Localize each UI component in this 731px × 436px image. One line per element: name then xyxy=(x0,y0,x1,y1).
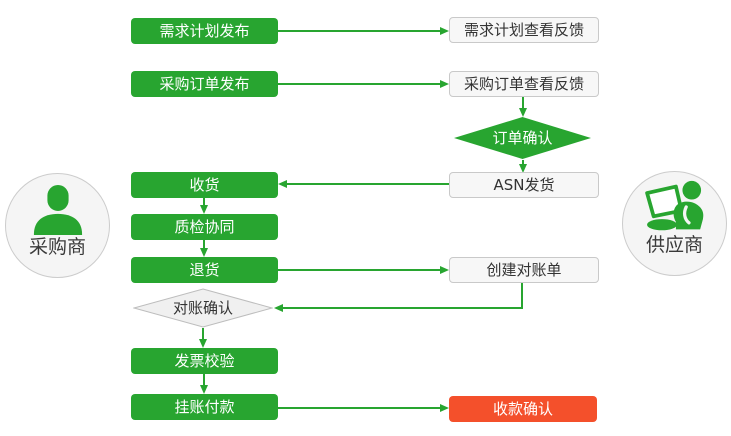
node-quality-collab: 质检协同 xyxy=(131,214,278,240)
node-return-goods: 退货 xyxy=(131,257,278,283)
node-po-feedback: 采购订单查看反馈 xyxy=(449,71,599,97)
node-asn-ship: ASN发货 xyxy=(449,172,599,198)
supplier-laptop-person-icon xyxy=(644,180,703,231)
node-order-confirm-label: 订单确认 xyxy=(492,128,553,147)
buyer-person-icon xyxy=(33,184,82,236)
node-receipt-confirm: 收款确认 xyxy=(449,396,597,422)
node-receive-goods: 收货 xyxy=(131,172,278,198)
node-pending-payment: 挂账付款 xyxy=(131,394,278,420)
actor-buyer: 采购商 xyxy=(5,173,110,278)
actor-supplier: 供应商 xyxy=(622,171,727,276)
node-order-confirm: 订单确认 xyxy=(454,117,591,159)
node-invoice-check: 发票校验 xyxy=(131,348,278,374)
actor-buyer-label: 采购商 xyxy=(28,236,86,258)
order-confirm-diamond-shape xyxy=(454,117,591,159)
actor-supplier-label: 供应商 xyxy=(645,234,703,256)
node-po-publish: 采购订单发布 xyxy=(131,71,278,97)
node-demand-plan-publish: 需求计划发布 xyxy=(131,18,278,44)
node-statement-confirm-label: 对账确认 xyxy=(172,298,233,317)
node-create-statement: 创建对账单 xyxy=(449,257,599,283)
node-demand-plan-feedback: 需求计划查看反馈 xyxy=(449,17,599,43)
connector-create-statement-to-statement-confirm xyxy=(274,283,523,312)
statement-confirm-diamond-shape xyxy=(133,288,273,328)
node-statement-confirm: 对账确认 xyxy=(133,288,273,328)
